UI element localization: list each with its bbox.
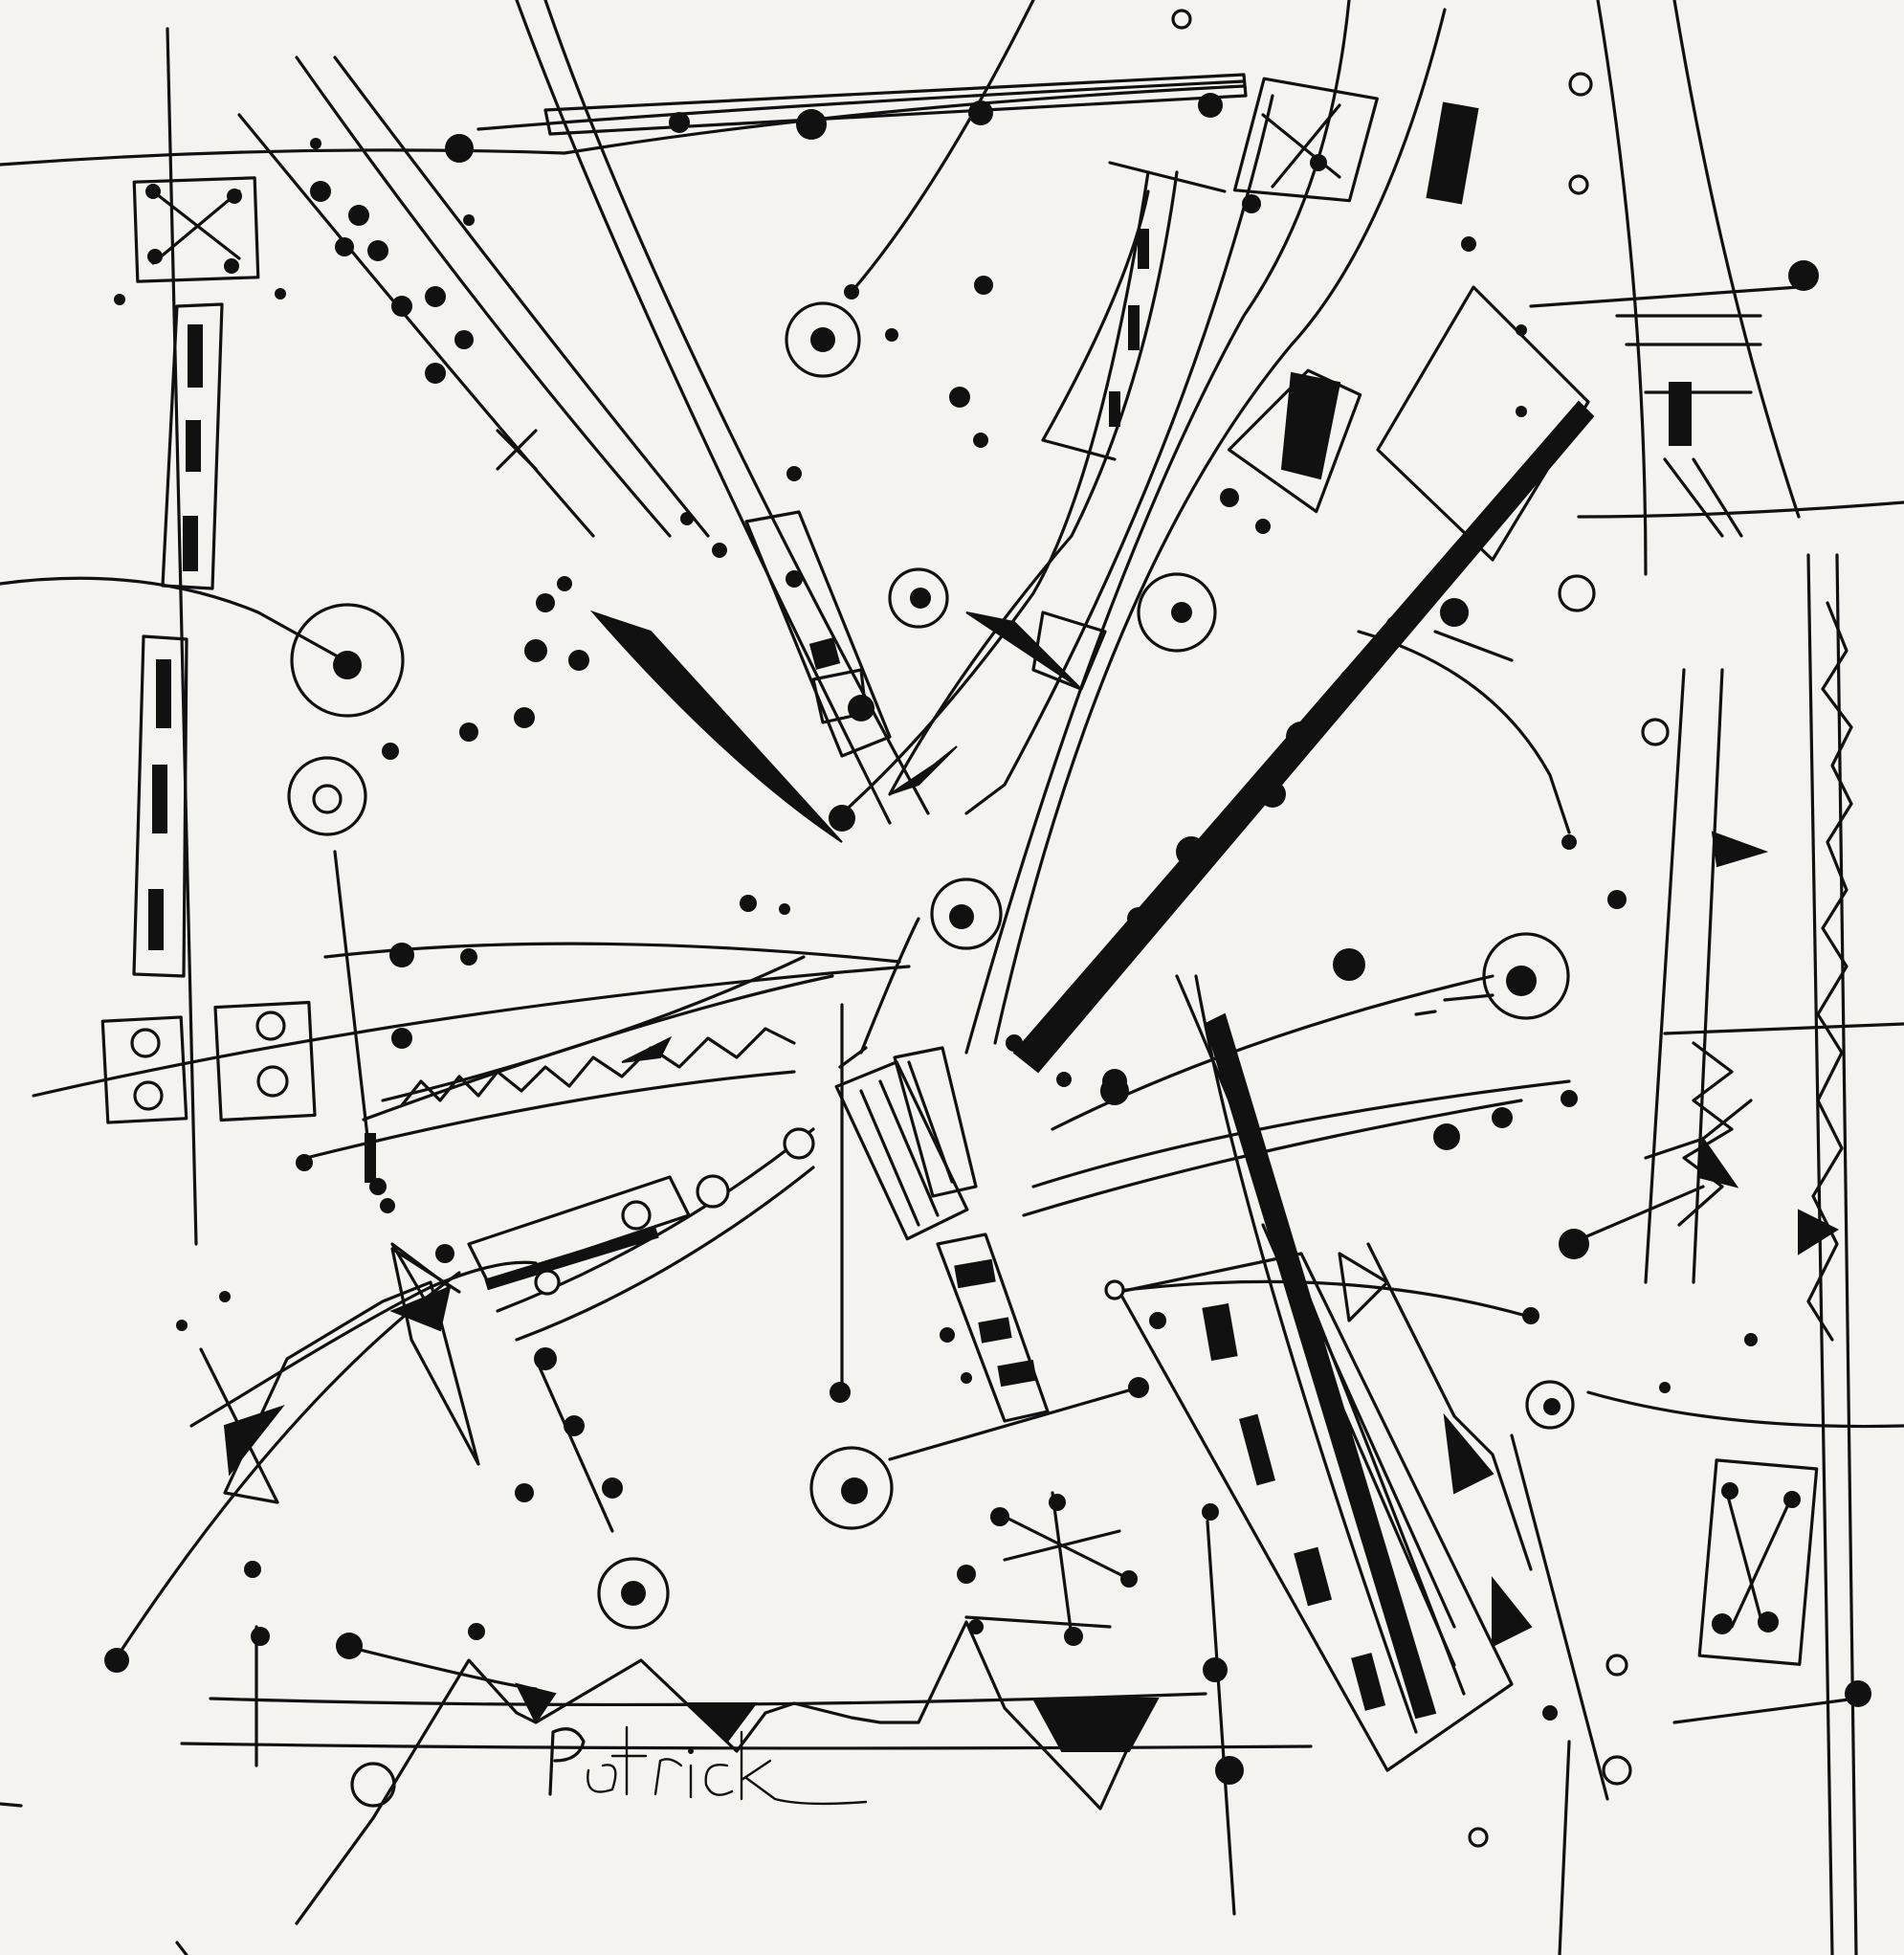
scattered-dots [176, 138, 1758, 1721]
right-mid-lines [1022, 630, 1705, 1324]
top-left-cluster [0, 27, 1246, 1246]
artist-signature: Patrick [589, 1744, 748, 1795]
right-column [1529, 0, 1904, 1955]
edge-mark [0, 1802, 23, 1808]
signature-mark [548, 1725, 868, 1806]
target-circles [287, 72, 1670, 1630]
lower-crosses [888, 1377, 1244, 1916]
middle-bands [32, 850, 911, 1189]
center-lower [104, 917, 1050, 1673]
edge-mark [175, 1941, 188, 1955]
long-diagonal [964, 0, 1595, 1094]
top-bar [445, 0, 1248, 300]
bottom-zigzag [180, 1619, 1313, 1925]
center-cluster [744, 94, 1274, 815]
spindle-shape [1118, 974, 1632, 1955]
